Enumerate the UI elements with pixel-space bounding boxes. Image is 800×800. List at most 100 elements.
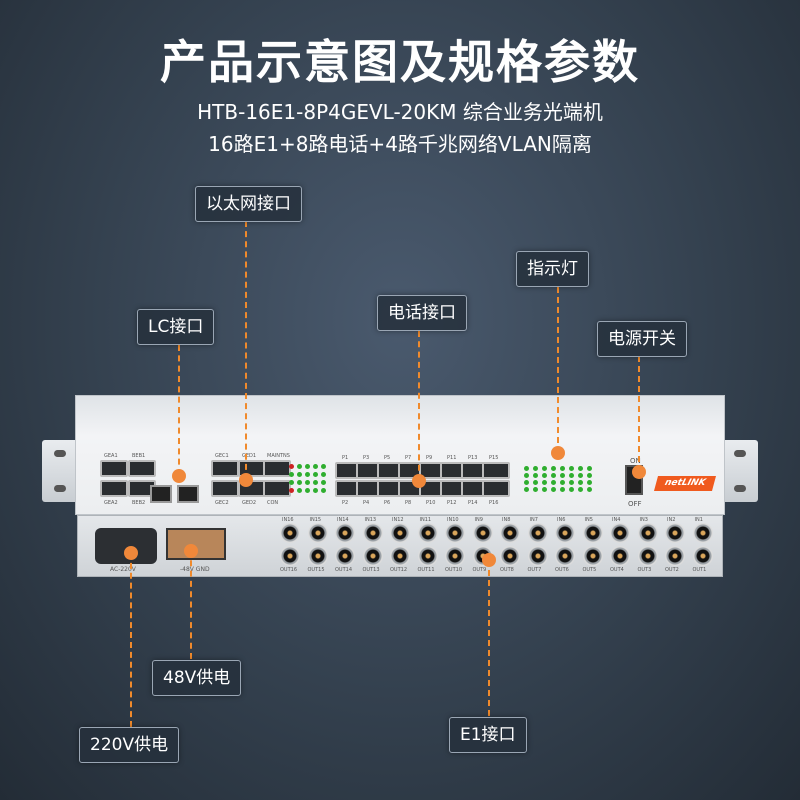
e1-in-port[interactable] [665,523,685,543]
port-label: P15 [489,455,499,461]
e1-status-led [551,466,556,471]
status-led [313,464,318,469]
e1-in-port[interactable] [335,523,355,543]
e1-marker [482,553,496,567]
port-label: OUT16 [280,567,298,573]
e1-out-port[interactable] [390,546,410,566]
e1-in-port[interactable] [472,523,493,543]
e1-in-port[interactable] [582,523,603,543]
lc-sfp-port[interactable] [177,485,199,503]
e1-status-led [542,473,547,478]
e1-out-port[interactable] [527,546,548,566]
e1-in-port[interactable] [610,523,630,543]
port-label: IN8 [502,517,511,523]
callout-indicator: 指示灯 [516,251,589,287]
e1-out-port[interactable] [582,546,603,566]
port-label: IN12 [392,517,404,523]
ethernet-port[interactable] [128,460,156,477]
e1-status-led [578,487,583,492]
e1-status-led [533,473,538,478]
status-led [289,464,294,469]
port-label: OUT3 [637,567,652,573]
phone-port[interactable] [482,480,510,497]
e1-status-led [560,473,565,478]
port-label: OUT5 [582,567,597,573]
brand-logo: netLINK [653,476,717,491]
e1-in-port[interactable] [280,523,300,543]
ethernet-port[interactable] [100,480,128,497]
lc-marker [172,469,186,483]
port-label: P7 [405,455,412,461]
lc-sfp-port[interactable] [150,485,172,503]
port-label: IN3 [639,517,648,523]
port-label: P6 [384,500,391,506]
port-label: P3 [363,455,370,461]
e1-status-led [578,480,583,485]
e1-in-port[interactable] [500,523,520,543]
product-spec: 16路E1+8路电话+4路千兆网络VLAN隔离 [208,132,592,156]
e1-in-port[interactable] [445,523,465,543]
ac-label: AC-220V [110,566,136,573]
port-label: OUT2 [665,567,679,573]
e1-out-port[interactable] [665,546,685,566]
e1-out-port[interactable] [445,546,465,566]
ethernet-port[interactable] [211,460,239,477]
port-label: OUT9 [472,567,487,573]
e1-in-port[interactable] [637,523,658,543]
status-led [321,488,326,493]
dc-label: -48V GND [180,566,210,573]
e1-in-port[interactable] [362,523,383,543]
status-led [321,464,326,469]
port-label: GEA2 [104,500,118,506]
callout-48v: 48V供电 [152,660,242,696]
port-label: OUT4 [610,567,624,573]
status-led [305,464,310,469]
ethernet-port[interactable] [263,480,291,497]
e1-status-led [542,487,547,492]
e1-out-port[interactable] [610,546,630,566]
port-label: OUT1 [692,567,707,573]
e1-in-port[interactable] [307,523,328,543]
e1-out-port[interactable] [280,546,300,566]
e1-out-port[interactable] [692,546,713,566]
e1-status-led [578,466,583,471]
ethernet-port[interactable] [263,460,291,477]
phone-port[interactable] [482,462,510,479]
port-label: IN16 [282,517,294,523]
e1-status-led [560,487,565,492]
indicator-marker [551,446,565,460]
ethernet-port[interactable] [100,460,128,477]
callout-power-switch: 电源开关 [597,321,687,357]
status-led [297,472,302,477]
e1-out-port[interactable] [637,546,658,566]
port-label: OUT12 [390,567,408,573]
callout-phone: 电话接口 [377,295,467,331]
status-led [297,480,302,485]
port-label: OUT11 [417,567,435,573]
e1-in-port[interactable] [527,523,548,543]
e1-out-port[interactable] [307,546,328,566]
callout-lc: LC接口 [137,309,215,345]
e1-out-port[interactable] [335,546,355,566]
ethernet-port[interactable] [211,480,239,497]
e1-status-led [533,480,538,485]
e1-status-led [587,480,592,485]
e1-in-port[interactable] [692,523,713,543]
e1-in-port[interactable] [390,523,410,543]
e1-status-led [524,487,529,492]
status-led [321,480,326,485]
e1-out-port[interactable] [500,546,520,566]
port-label: P11 [447,455,457,461]
e1-out-port[interactable] [362,546,383,566]
ac220-marker [124,546,138,560]
e1-in-port[interactable] [555,523,575,543]
port-label: IN6 [557,517,566,523]
e1-out-port[interactable] [417,546,438,566]
port-label: BEB1 [132,453,146,459]
port-label: IN11 [419,517,432,523]
e1-out-port[interactable] [555,546,575,566]
port-label: P16 [489,500,499,506]
e1-status-led [587,466,592,471]
status-led [289,488,294,493]
e1-in-port[interactable] [417,523,438,543]
